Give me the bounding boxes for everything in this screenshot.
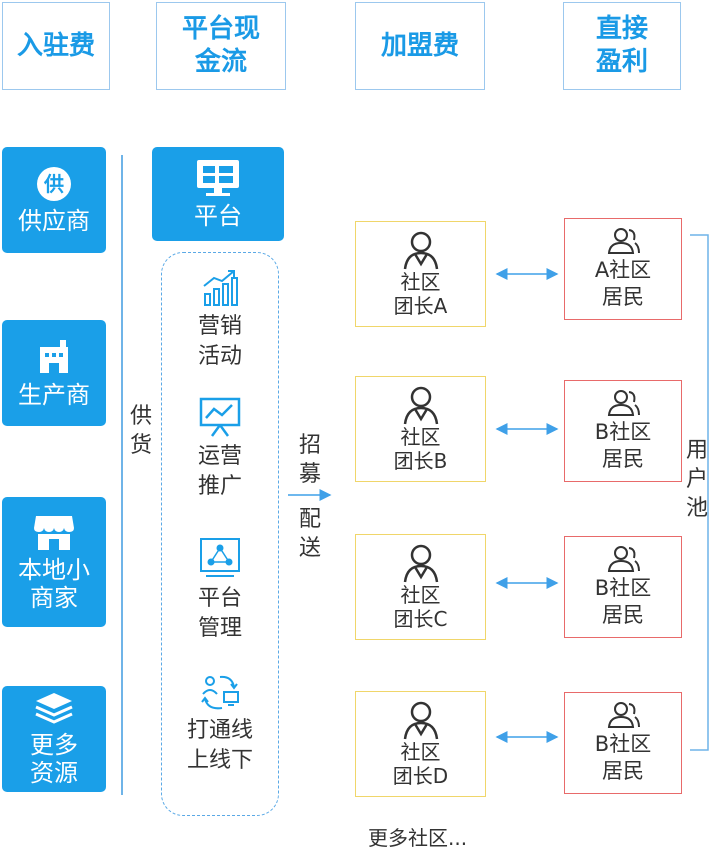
supply-label: 供 货: [129, 404, 152, 458]
person-icon: [403, 544, 438, 583]
chart-up-icon: [203, 270, 238, 306]
user-pool-label: 用 户 池: [685, 438, 708, 521]
leader-card-b: 社区 团长B: [355, 376, 486, 482]
resident-card-b: B社区 居民: [564, 380, 682, 482]
presentation-icon: [199, 397, 241, 437]
header-direct-profit: 直接 盈利: [563, 2, 681, 90]
user-pool-bracket: [690, 234, 709, 751]
person-icon: [403, 701, 438, 740]
resident-card-a: A社区 居民: [564, 218, 682, 320]
header-platform-cash: 平台现 金流: [156, 2, 286, 90]
sync-icon: [201, 675, 239, 710]
users-icon: [607, 546, 640, 572]
leader-card-c: 社区 团长C: [355, 534, 486, 640]
person-icon: [403, 231, 438, 270]
factory-icon: [40, 340, 68, 373]
leader-card-d: 社区 团长D: [355, 691, 486, 797]
feature-promotion: 运营 推广: [161, 396, 279, 502]
source-manufacturer: 生产商: [2, 320, 106, 426]
layers-icon: [35, 693, 73, 724]
more-communities: 更多社区...: [368, 826, 468, 850]
platform-box: 平台: [152, 147, 284, 241]
source-local-merchant: 本地小 商家: [2, 497, 106, 627]
feature-marketing: 营销 活动: [161, 268, 279, 372]
source-more-resources: 更多 资源: [2, 686, 106, 792]
source-supplier: 供 供应商: [2, 147, 106, 253]
supplier-icon: 供: [37, 167, 71, 201]
users-icon: [607, 390, 640, 416]
feature-online-offline: 打通线 上线下: [161, 672, 279, 776]
person-icon: [403, 386, 438, 425]
users-icon: [607, 702, 640, 728]
recruit-label-bottom: 配 送: [298, 507, 321, 561]
users-icon: [607, 228, 640, 254]
header-franchise-fee: 加盟费: [355, 2, 485, 90]
shop-icon: [34, 516, 74, 550]
supply-line: [121, 155, 123, 795]
platform-features-group: [161, 252, 279, 816]
header-entry-fee: 入驻费: [2, 2, 110, 90]
resident-card-c: B社区 居民: [564, 536, 682, 638]
monitor-icon: [197, 160, 239, 196]
resident-card-d: B社区 居民: [564, 692, 682, 794]
svg-text:供: 供: [43, 172, 64, 196]
leader-card-a: 社区 团长A: [355, 221, 486, 327]
network-icon: [200, 538, 240, 577]
recruit-label-top: 招 募: [298, 433, 321, 487]
feature-management: 平台 管理: [161, 536, 279, 644]
